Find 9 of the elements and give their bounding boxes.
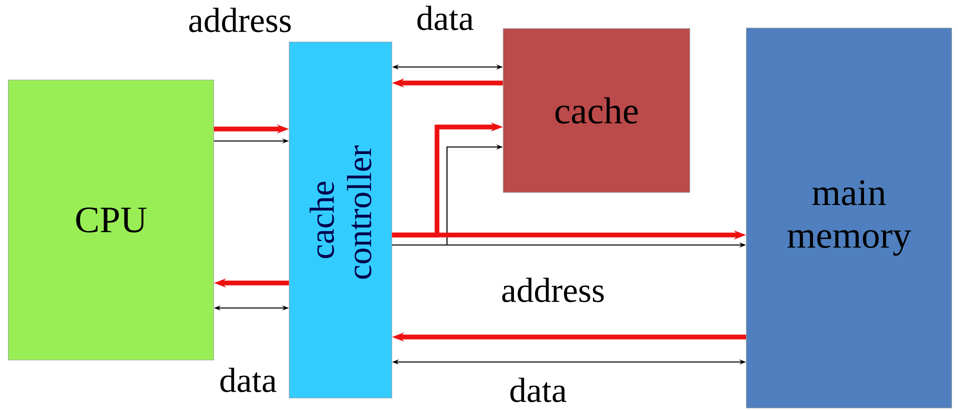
processor-box: CPU <box>8 80 214 360</box>
bus-label: address <box>502 278 604 302</box>
cache-box: cache <box>502 28 690 193</box>
bus-label: address <box>189 8 291 32</box>
memory-box: main memory <box>746 28 952 408</box>
bus-label: data <box>510 378 566 402</box>
bus-label: data <box>417 6 474 30</box>
bus-label: data <box>220 368 276 392</box>
controller-box: cache controller <box>288 42 392 398</box>
